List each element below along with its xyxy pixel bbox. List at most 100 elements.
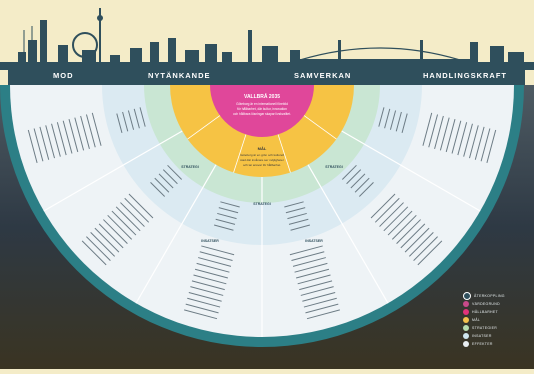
- text-line: [294, 262, 328, 273]
- text-line: [303, 297, 337, 308]
- text-line: [389, 110, 397, 130]
- text-line: [45, 125, 56, 159]
- skyline-building: [18, 52, 26, 69]
- text-line: [85, 114, 96, 148]
- text-line: [115, 206, 141, 232]
- text-line: [354, 177, 370, 193]
- text-line: [133, 108, 140, 129]
- skyline-building: [290, 50, 300, 69]
- text-line: [215, 218, 236, 225]
- legend-swatch: [463, 341, 469, 347]
- actions-label-left: INSATSER: [201, 239, 219, 243]
- text-line: [81, 240, 107, 266]
- header-band: [8, 69, 525, 85]
- vision-line: och hållbara lösningar skapar livskvalit…: [233, 112, 291, 116]
- skyline-building: [222, 52, 232, 69]
- text-line: [384, 108, 391, 129]
- goal-divider: [277, 134, 291, 173]
- text-line: [370, 193, 396, 219]
- text-line: [480, 128, 491, 162]
- header-handlingskraft: HANDLINGSKRAFT: [423, 71, 507, 80]
- actions-label-right: INSATSER: [305, 239, 323, 243]
- text-line: [463, 123, 473, 157]
- text-line: [217, 212, 237, 220]
- text-line: [408, 231, 434, 257]
- text-line: [191, 280, 225, 291]
- text-line: [220, 201, 240, 208]
- text-line: [428, 114, 439, 148]
- text-line: [358, 181, 374, 197]
- text-line: [90, 231, 116, 257]
- header-nytankande: NYTÄNKANDE: [148, 71, 211, 80]
- skyline-base: [0, 62, 534, 70]
- legend-item: HÅLLBARHET: [463, 308, 523, 316]
- legend-item: ÅTERKOPPLING: [463, 292, 523, 300]
- bridge-cable: [299, 47, 461, 61]
- text-line: [378, 107, 385, 127]
- vision-title: VALLBRÅ 2035: [244, 93, 280, 100]
- vision-core: [210, 85, 314, 137]
- text-line: [27, 129, 38, 163]
- text-line: [127, 110, 135, 130]
- text-line: [167, 164, 183, 180]
- text-line: [56, 122, 67, 156]
- text-line: [457, 122, 468, 156]
- text-line: [486, 129, 497, 163]
- text-line: [474, 126, 485, 160]
- text-line: [201, 245, 235, 256]
- header-mod: MOD: [53, 71, 74, 80]
- legend-swatch: [463, 325, 469, 331]
- legend-item: INSATSER: [463, 332, 523, 340]
- text-line: [187, 297, 221, 308]
- text-line: [185, 303, 219, 314]
- text-line: [39, 126, 50, 160]
- tv-tower-pod: [97, 15, 103, 21]
- text-line: [139, 107, 146, 127]
- bridge-deck: [300, 59, 470, 62]
- text-line: [86, 236, 111, 261]
- text-line: [62, 120, 73, 154]
- header-samverkan: SAMVERKAN: [294, 71, 352, 80]
- legend-item: STRATEGIER: [463, 324, 523, 332]
- text-line: [80, 115, 90, 149]
- text-line: [128, 193, 154, 219]
- text-line: [51, 123, 61, 157]
- text-line: [417, 240, 443, 266]
- text-line: [289, 245, 323, 256]
- text-line: [290, 224, 310, 231]
- goal-line: Göteborg är en grön och kulturell: [240, 153, 284, 157]
- text-line: [287, 212, 307, 220]
- text-line: [107, 214, 133, 240]
- skyline-building: [168, 38, 176, 69]
- text-line: [413, 236, 438, 261]
- text-line: [198, 257, 232, 267]
- sector-divider: [43, 130, 183, 212]
- goal-label: MÅL: [258, 146, 267, 151]
- legend-swatch: [463, 333, 469, 339]
- goal-divider: [303, 115, 337, 140]
- legend-label: ÅTERKOPPLING: [474, 294, 505, 298]
- text-line: [302, 291, 336, 302]
- text-line: [468, 125, 479, 159]
- text-line: [300, 286, 334, 296]
- text-line: [285, 207, 306, 214]
- sector-divider: [307, 164, 389, 304]
- text-line: [103, 219, 128, 244]
- text-line: [218, 207, 239, 214]
- text-line: [445, 119, 456, 153]
- text-line: [74, 117, 85, 151]
- skyline-building: [150, 42, 159, 69]
- skyline-building: [58, 45, 68, 69]
- text-line: [387, 210, 413, 236]
- text-line: [120, 202, 145, 227]
- text-line: [193, 274, 227, 285]
- strategy-label-left: STRATEGI: [181, 165, 198, 169]
- text-line: [350, 173, 366, 189]
- text-line: [346, 169, 362, 185]
- legend-label: INSATSER: [472, 334, 492, 338]
- text-line: [116, 113, 123, 133]
- vision-line: Göteborg är en internationell förebild: [236, 102, 288, 106]
- text-line: [94, 227, 120, 253]
- text-line: [292, 257, 326, 267]
